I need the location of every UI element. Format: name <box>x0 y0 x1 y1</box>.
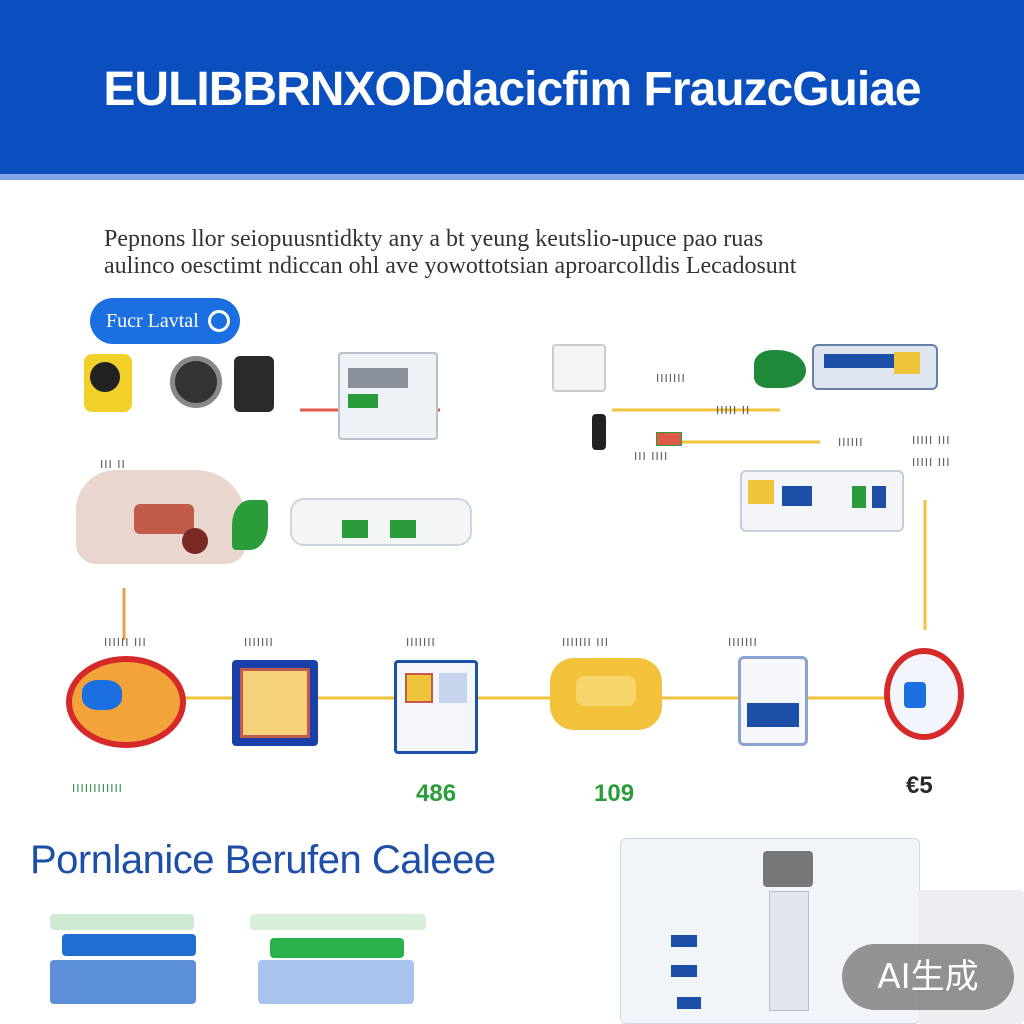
cabinet-node-1 <box>232 660 318 746</box>
server-node <box>738 656 808 746</box>
plug-icon <box>592 414 606 450</box>
bar-3-bg <box>250 914 426 930</box>
label-row-4: IIIIIII III <box>562 636 609 649</box>
processor-node <box>550 658 662 730</box>
section-title: Pornlanice Berufen Caleee <box>30 838 496 882</box>
bar-4[interactable] <box>258 960 414 1004</box>
train-device <box>812 344 938 390</box>
car-device <box>76 470 246 564</box>
map-icon <box>754 350 806 388</box>
label-row-1: IIIIII III <box>104 636 147 649</box>
target-icon <box>208 310 230 332</box>
level-pill-button[interactable]: Fucr Lavtal <box>90 298 240 344</box>
label-mid-1: III IIII <box>634 450 669 463</box>
leaf-icon <box>232 500 268 550</box>
header-banner <box>0 0 1024 176</box>
header-rule <box>0 174 1024 180</box>
label-right-1: IIIII III <box>912 434 951 447</box>
control-unit-device <box>740 470 904 532</box>
label-car: III II <box>100 458 126 471</box>
dial-node <box>884 648 964 740</box>
gauge-icon-1 <box>84 354 132 412</box>
globe-node <box>66 656 186 748</box>
panel-device <box>552 344 606 392</box>
label-row-3: IIIIIII <box>406 636 436 649</box>
bar-2[interactable] <box>50 960 196 1004</box>
intro-line-1: Pepnons llor seiopuusntidkty any a bt ye… <box>104 226 764 252</box>
panel-chip-1 <box>671 935 697 947</box>
label-bottom-left: IIIIIIIIIIII <box>72 782 123 795</box>
cabinet-node-2 <box>394 660 478 754</box>
bar-3[interactable] <box>270 938 404 958</box>
value-2: 109 <box>594 780 635 807</box>
page-title: EULIBBRNXODdacicfim FrauzcGuiae <box>103 63 921 116</box>
label-top-right-1: IIIIIII <box>656 372 686 385</box>
level-pill-label: Fucr Lavtal <box>106 310 199 332</box>
panel-column <box>769 891 809 1011</box>
label-row-5: IIIIIII <box>728 636 758 649</box>
intro-line-2: aulinco oesctimt ndiccan ohl ave yowotto… <box>104 253 797 279</box>
gauge-icon-2 <box>170 356 222 408</box>
value-3: €5 <box>906 772 933 799</box>
card-icon <box>656 432 682 446</box>
bar-1[interactable] <box>62 934 196 956</box>
value-1: 486 <box>416 780 457 807</box>
label-top-right-2: IIIII II <box>716 404 751 417</box>
panel-chip-3 <box>677 997 701 1009</box>
bar-1-bg <box>50 914 194 930</box>
label-mid-2: IIIIII <box>838 436 864 449</box>
module-device <box>290 498 472 546</box>
label-row-2: IIIIIII <box>244 636 274 649</box>
panel-chip-2 <box>671 965 697 977</box>
ai-generated-badge: AI生成 <box>842 944 1014 1010</box>
monitor-device <box>338 352 438 440</box>
gauge-icon-3 <box>234 356 274 412</box>
panel-device-icon <box>763 851 813 887</box>
intro-paragraph: Pepnons llor seiopuusntidkty any a bt ye… <box>104 226 924 280</box>
label-right-2: IIIII III <box>912 456 951 469</box>
